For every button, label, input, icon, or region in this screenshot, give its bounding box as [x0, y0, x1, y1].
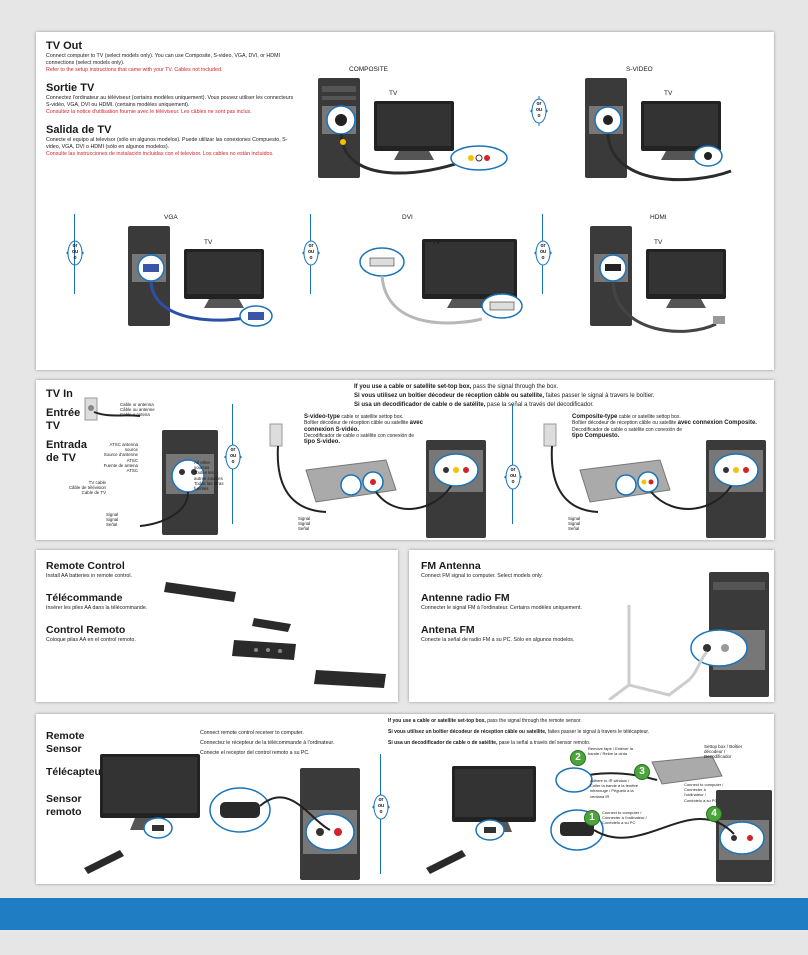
fm-title-fr: Antenne radio FM — [421, 592, 510, 604]
or-badge-4 — [534, 240, 552, 266]
step-2-text: Remove tape / Enlever la bande / Retire … — [588, 746, 633, 757]
tv-in-panel: TV In Entrée TV Entrada de TV If you use… — [36, 380, 774, 540]
composite-illustration — [318, 78, 508, 178]
fm-body-es: Conecte la señal de radio FM a su PC. Só… — [421, 637, 575, 643]
tv-out-title-en: TV Out — [46, 40, 83, 52]
step-1-badge: 1 — [584, 810, 600, 826]
sensor-body: Connect remote control receiver to compu… — [200, 730, 335, 756]
tv-in-title-es: Entrada de TV — [46, 439, 87, 464]
tv-out-note-en: Refer to the setup instructions that cam… — [46, 67, 223, 73]
fm-antenna-illustration — [608, 572, 769, 700]
footer-bar — [0, 898, 808, 930]
tv-in-settop-en: If you use a cable or satellite set-top … — [354, 384, 559, 390]
dvi-tv-label: TV — [432, 239, 441, 246]
remote-title-en: Remote Control — [46, 560, 125, 572]
sensor-title-es: Sensor remoto — [46, 793, 82, 818]
fm-title-en: FM Antenna — [421, 560, 481, 572]
tv-in-title-fr: Entrée TV — [46, 407, 81, 432]
hdmi-label: HDMI — [650, 214, 667, 221]
sensor-title-en: Remote Sensor — [46, 730, 85, 755]
tv-in-title-en: TV In — [46, 388, 73, 400]
dvi-label: DVI — [402, 214, 413, 221]
sensor-title-fr: Télécapteur — [46, 766, 105, 778]
or-badge-7 — [372, 794, 390, 820]
step-2-badge: 2 — [570, 750, 586, 766]
tv-out-note-fr: Consultez la notice d'utilisation fourni… — [46, 109, 252, 115]
svideo-settop-text: S-video-type cable or satellite settop b… — [304, 414, 423, 446]
remote-body-es: Coloque pilas AA en el control remoto. — [46, 637, 136, 643]
step-3-badge: 3 — [634, 764, 650, 780]
vga-label: VGA — [164, 214, 178, 221]
svideo-settop-diagram — [269, 423, 486, 538]
tv-in-settop-es: Si usa un decodificador de cable o de sa… — [354, 402, 594, 408]
settop-box-label: Settop box / Boîtier décodeur / Decodifi… — [704, 744, 743, 760]
tv-out-note-es: Consulte las instrucciones de instalació… — [46, 151, 274, 157]
fm-body-fr: Connecter le signal FM à l'ordinateur. C… — [421, 605, 582, 611]
vga-tv-label: TV — [204, 239, 213, 246]
tv-out-title-fr: Sortie TV — [46, 82, 95, 94]
tv-in-settop-fr: Si vous utilisez un boîtier décodeur de … — [354, 393, 655, 399]
fm-title-es: Antena FM — [421, 624, 475, 636]
remote-control-panel: Remote Control Install AA batteries in r… — [36, 550, 398, 702]
remote-sensor-panel: Remote Sensor Télécapteur Sensor remoto … — [36, 714, 774, 884]
remote-title-es: Control Remoto — [46, 624, 126, 636]
tv-out-body-es: Conecte el equipo al televisor (sólo en … — [46, 137, 288, 150]
svideo-tv-label: TV — [664, 90, 673, 97]
or-badge-2 — [66, 240, 84, 266]
step-4-badge: 4 — [706, 806, 722, 822]
composite-label: COMPOSITE — [349, 66, 389, 73]
remote-title-fr: Télécommande — [46, 592, 123, 604]
step-3-text: Adhere to IR window / Coller la bande à … — [590, 778, 639, 799]
remote-control-illustration — [164, 582, 386, 688]
or-badge-1 — [530, 96, 548, 126]
or-badge-3 — [302, 240, 320, 266]
step-1-text: Connect to computer / Connecter à l'ordi… — [602, 810, 647, 826]
sensor-diagram-1 — [84, 754, 360, 880]
hdmi-tv-label: TV — [654, 239, 663, 246]
or-badge-6 — [504, 464, 522, 490]
remote-body-en: Install AA batteries in remote control. — [46, 573, 132, 579]
fm-antenna-panel: FM Antenna Connect FM signal to computer… — [409, 550, 774, 702]
sensor-settop-text: If you use a cable or satellite set-top … — [388, 718, 650, 746]
remote-body-fr: Insérer les piles AA dans la télécommand… — [46, 605, 148, 611]
svideo-label: S-VIDEO — [626, 66, 653, 73]
tv-in-diagram — [84, 397, 218, 535]
fm-body-en: Connect FM signal to computer. Select mo… — [421, 573, 543, 579]
dvi-illustration — [359, 239, 523, 325]
tv-out-panel: TV Out Connect computer to TV (select mo… — [36, 32, 774, 370]
hdmi-illustration — [590, 226, 726, 333]
composite-settop-text: Composite-type cable or satellite settop… — [572, 414, 757, 439]
tv-out-body-en: Connect computer to TV (select models on… — [46, 53, 280, 66]
composite-settop-diagram — [543, 423, 766, 538]
tv-out-body-fr: Connectez l'ordinateur au téléviseur (ce… — [46, 95, 294, 108]
svideo-illustration — [585, 78, 732, 182]
tv-out-title-es: Salida de TV — [46, 124, 112, 136]
sensor-diagram-2 — [426, 755, 772, 882]
or-badge-5 — [224, 444, 242, 470]
vga-illustration — [128, 226, 273, 327]
composite-tv-label: TV — [389, 90, 398, 97]
step-4-text: Connect to computer / Connecter à l'ordi… — [684, 782, 724, 803]
